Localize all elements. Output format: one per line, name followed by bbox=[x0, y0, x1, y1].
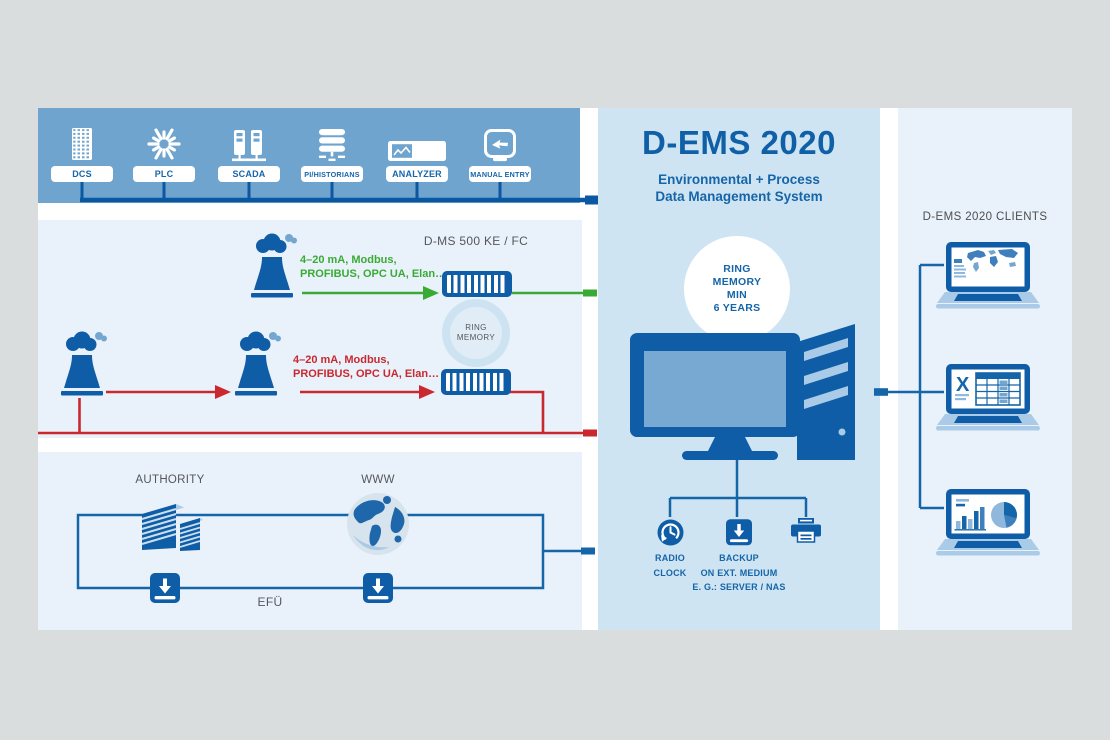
source-label-pi-historians: PI/HISTORIANS bbox=[301, 166, 363, 182]
ring-memory-badge: RING MEMORY bbox=[442, 299, 510, 367]
system-subtitle-line2: Data Management System bbox=[655, 189, 823, 204]
red-protocols-line1: 4–20 mA, Modbus, bbox=[293, 354, 390, 366]
authority-label: AUTHORITY bbox=[135, 474, 205, 486]
backup-label-line2: ON EXT. MEDIUM bbox=[700, 567, 778, 578]
backup-label: BACKUP ON EXT. MEDIUM E. G.: SERVER / NA… bbox=[680, 551, 798, 595]
source-label-manual-entry: MANUAL ENTRY bbox=[469, 166, 531, 182]
source-label-plc: PLC bbox=[133, 166, 195, 182]
ring-years-line2: MEMORY bbox=[712, 276, 762, 288]
drive-icon-authority bbox=[150, 573, 180, 612]
ring-years-line4: 6 YEARS bbox=[713, 302, 761, 314]
device-model-label: D-MS 500 KE / FC bbox=[423, 234, 529, 248]
system-subtitle: Environmental + Process Data Management … bbox=[598, 171, 880, 205]
client-laptop-map-icon bbox=[936, 242, 1040, 314]
analyzer-icon bbox=[388, 120, 446, 162]
radio-clock-icon bbox=[657, 519, 684, 551]
source-label-dcs: DCS bbox=[51, 166, 113, 182]
backup-label-line1: BACKUP bbox=[719, 553, 759, 563]
manual-entry-icon bbox=[484, 120, 516, 162]
source-item-analyzer: ANALYZER bbox=[374, 120, 460, 182]
servers-icon bbox=[232, 120, 266, 162]
source-item-plc: PLC bbox=[121, 120, 207, 182]
client-laptop-spreadsheet-icon: X bbox=[936, 364, 1040, 436]
ring-years-line3: MIN bbox=[726, 289, 748, 301]
cooling-tower-icon-red-2 bbox=[230, 331, 282, 404]
buildings-icon bbox=[134, 490, 204, 559]
source-item-manual-entry: MANUAL ENTRY bbox=[457, 120, 543, 182]
source-label-scada: SCADA bbox=[218, 166, 280, 182]
cooling-tower-icon-red-1 bbox=[56, 331, 108, 404]
backup-label-line3: E. G.: SERVER / NAS bbox=[692, 582, 786, 592]
database-icon bbox=[318, 120, 346, 162]
ring-memory-line2: MEMORY bbox=[456, 333, 496, 342]
green-protocols-line1: 4–20 mA, Modbus, bbox=[300, 254, 397, 266]
globe-icon bbox=[345, 491, 411, 562]
drive-icon-www bbox=[363, 573, 393, 612]
system-title: D-EMS 2020 bbox=[642, 124, 836, 161]
spinner-icon bbox=[146, 120, 182, 162]
radio-clock-label-line1: RADIO bbox=[655, 553, 685, 563]
green-protocols-line2: PROFIBUS, OPC UA, Elan… bbox=[300, 268, 447, 280]
cooling-tower-icon-green bbox=[246, 233, 298, 306]
client-laptop-charts-icon bbox=[936, 489, 1040, 561]
source-item-scada: SCADA bbox=[206, 120, 292, 182]
ring-memory-years-badge: RING MEMORY MIN 6 YEARS bbox=[684, 236, 790, 342]
www-label: WWW bbox=[361, 474, 395, 486]
ring-years-line1: RING bbox=[723, 263, 751, 275]
server-workstation-icon bbox=[628, 320, 860, 467]
efu-label: EFÜ bbox=[257, 595, 283, 609]
radio-clock-label-line2: CLOCK bbox=[653, 567, 687, 578]
svg-text:X: X bbox=[956, 374, 970, 396]
dms-device-green bbox=[442, 271, 512, 297]
source-item-pi-historians: PI/HISTORIANS bbox=[289, 120, 375, 182]
source-item-dcs: DCS bbox=[39, 120, 125, 182]
radio-clock-label: RADIO CLOCK bbox=[630, 551, 710, 580]
source-label-analyzer: ANALYZER bbox=[386, 166, 448, 182]
clients-title: D-EMS 2020 CLIENTS bbox=[922, 211, 1048, 223]
dms-device-red bbox=[441, 369, 511, 395]
printer-icon bbox=[790, 518, 822, 551]
ring-memory-line1: RING bbox=[465, 323, 487, 332]
system-subtitle-line1: Environmental + Process bbox=[658, 172, 820, 187]
backup-drive-icon bbox=[726, 519, 752, 554]
building-icon bbox=[72, 120, 92, 162]
red-protocols-line2: PROFIBUS, OPC UA, Elan… bbox=[293, 368, 440, 380]
